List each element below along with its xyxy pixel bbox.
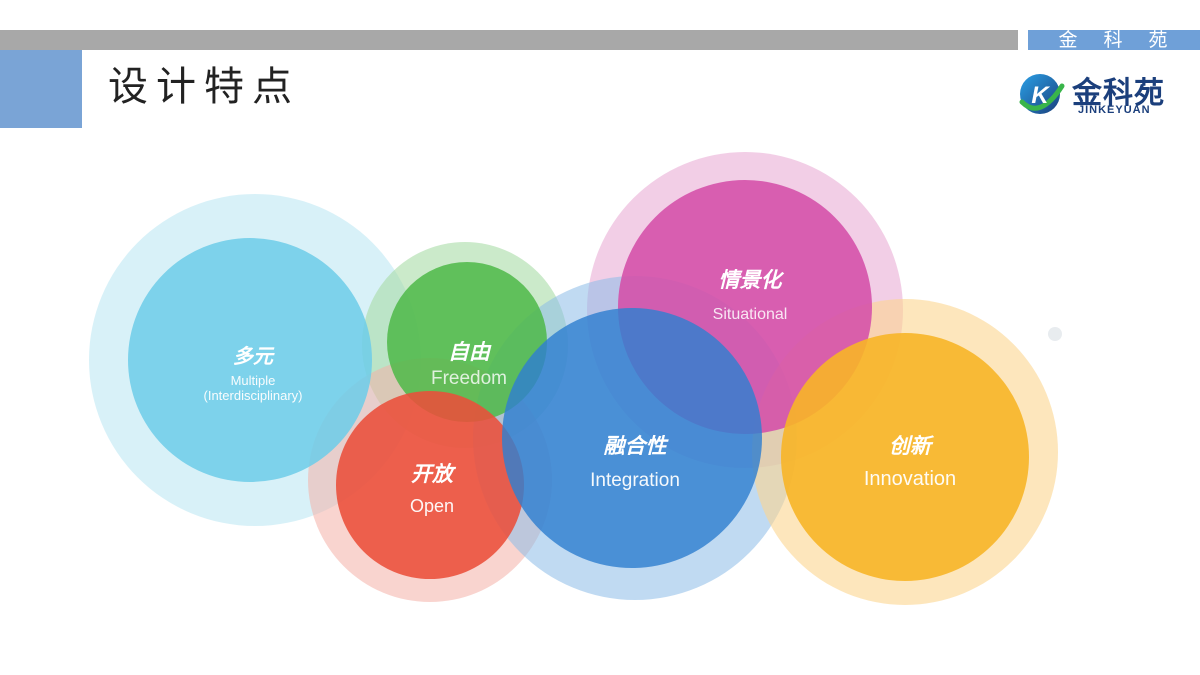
bubble-open <box>336 391 524 579</box>
bubble-label-multiple: 多元 Multiple (Interdisciplinary) <box>204 340 303 403</box>
logo-mark-letter: K <box>1031 82 1050 109</box>
logo-mark-icon: K <box>1019 74 1065 114</box>
bubble-subtitle-integration: Integration <box>590 470 680 491</box>
bubble-title-situational: 情景化 <box>718 268 782 292</box>
bubble-freedom <box>387 262 547 422</box>
bubble-integration <box>502 308 762 568</box>
brand-tag-background <box>1028 30 1200 50</box>
header-divider-bar <box>0 30 1018 50</box>
title-accent-block <box>0 50 82 128</box>
bubble-multiple <box>128 238 372 482</box>
bubble-subtitle-multiple: Multiple <box>230 373 276 388</box>
bubble-label-situational: 情景化 Situational <box>713 264 788 324</box>
bubble-title-open: 开放 <box>410 462 453 486</box>
bubble-title-freedom: 自由 <box>448 340 490 364</box>
bubble-title-multiple: 多元 <box>232 344 273 368</box>
bubble-innovation <box>781 333 1029 581</box>
bubble-label-freedom: 自由 Freedom <box>431 336 507 390</box>
logo-name-en: JINKEYUAN <box>1078 104 1151 116</box>
bubble-label-innovation: 创新 Innovation <box>864 430 956 491</box>
bubble-subtitle-innovation: Innovation <box>863 468 957 490</box>
logo-name-cn: 金科苑 <box>1072 76 1165 111</box>
decorative-dot <box>1048 327 1062 341</box>
bubble-label-integration: 融合性 Integration <box>590 430 680 492</box>
bubble-label-open: 开放 Open <box>410 458 454 517</box>
bubble-subtitle-freedom: Freedom <box>430 368 508 389</box>
bubble-title-innovation: 创新 <box>888 434 931 458</box>
bubble-title-integration: 融合性 <box>603 434 667 458</box>
page-title: 设计特点 <box>108 64 300 110</box>
bubble-subtitle-open: Open <box>409 496 455 516</box>
company-logo: K 金科苑 JINKEYUAN <box>1014 66 1184 122</box>
brand-tag: 金 科 苑 <box>1058 29 1178 51</box>
bubble-subtitle-situational: Situational <box>712 306 788 323</box>
bubble-subtitle-multiple-2: (Interdisciplinary) <box>203 388 303 403</box>
